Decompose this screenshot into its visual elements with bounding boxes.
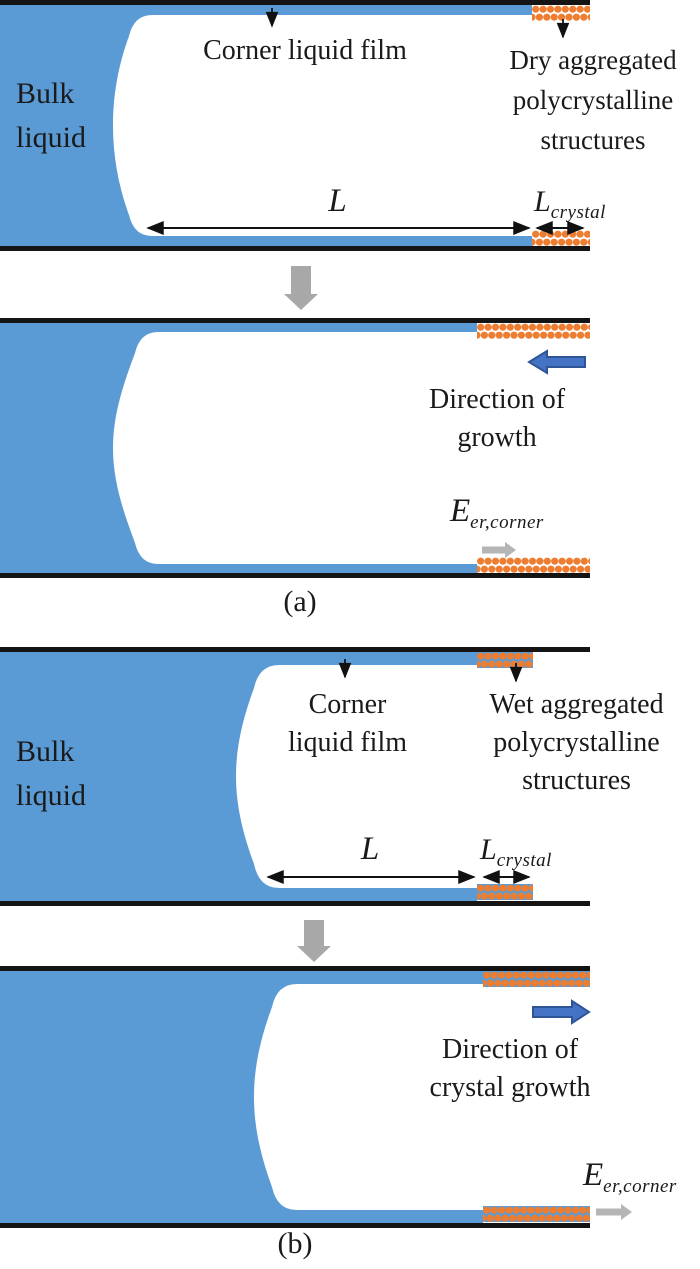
dry-crystal-block-bottom-a1 <box>532 230 590 246</box>
wet-crystal-block-bottom-b2 <box>483 1206 590 1222</box>
dry-crystal-block-top-a1 <box>532 5 590 21</box>
channel-a1-top-wall <box>0 0 590 5</box>
crystal-dots <box>483 971 590 987</box>
channel-a1-bottom-wall <box>0 246 590 251</box>
bulk-liquid-label-a: Bulk liquid <box>16 72 86 160</box>
evaporation-subscript-b: er,corner <box>603 1176 677 1197</box>
corner-film-label-b-line1: Corner <box>308 689 387 720</box>
crystal-length-symbol-a: Lcrystal <box>534 184 606 223</box>
crystal-length-base-b: L <box>480 833 497 866</box>
panel-a-caption: (a) <box>283 585 317 618</box>
evaporation-symbol-a: E <box>450 493 471 529</box>
dry-crystal-label-line1: Dry aggregated <box>509 45 677 75</box>
crystal-dots <box>477 652 533 668</box>
wet-crystal-structures-label: Wet aggregated polycrystalline structure… <box>453 686 700 800</box>
corner-evaporation-label-a: Eer,corner <box>450 492 544 533</box>
crystal-dots <box>477 884 533 900</box>
growth-direction-label-a: Direction of growth <box>397 381 597 457</box>
corner-evaporation-label-b: Eer,corner <box>583 1156 677 1197</box>
growth-direction-label-b-line1: Direction of <box>441 1034 579 1065</box>
bulk-liquid-and-corner-films-b1 <box>0 652 477 901</box>
corner-liquid-film-label-b: Corner liquid film <box>265 686 430 762</box>
wet-crystal-label-line3: structures <box>522 765 631 796</box>
film-length-symbol-a-text: L <box>328 183 347 219</box>
crystal-dots <box>532 5 590 21</box>
wet-crystal-label-line1: Wet aggregated <box>489 689 664 720</box>
growth-direction-label-b-line2: crystal growth <box>429 1072 591 1103</box>
corner-film-label-b-line2: liquid film <box>288 727 407 758</box>
film-length-symbol-b-text: L <box>360 831 380 867</box>
channel-a2-top-wall <box>0 318 590 323</box>
panel-b-caption: (b) <box>277 1227 313 1260</box>
growth-direction-arrow-b-icon <box>532 999 591 1025</box>
bulk-liquid-label-b-line1: Bulk <box>16 735 75 768</box>
channel-b1-top-wall <box>0 647 590 652</box>
evaporation-subscript-a: er,corner <box>470 512 544 533</box>
evaporation-direction-arrow-a-icon <box>482 542 516 558</box>
process-step-arrow-b-icon <box>297 920 331 962</box>
wet-crystal-block-top-b2 <box>483 971 590 987</box>
wet-crystal-label-line2: polycrystalline <box>493 727 660 758</box>
crystal-dots <box>532 230 590 246</box>
bulk-liquid-and-corner-films-a2 <box>0 323 477 573</box>
growth-direction-arrow-a-icon <box>527 349 586 375</box>
crystal-dots <box>477 557 590 573</box>
crystal-dots <box>477 323 590 339</box>
channel-b2-top-wall <box>0 966 590 971</box>
evaporation-direction-arrow-b-icon <box>596 1204 632 1220</box>
growth-direction-label-a-line1: Direction of <box>428 384 566 415</box>
bulk-liquid-label-b: Bulk liquid <box>16 730 86 818</box>
bulk-liquid-label-b-line2: liquid <box>16 779 87 812</box>
crystal-length-subscript-a: crystal <box>550 202 606 223</box>
evaporation-symbol-b: E <box>583 1157 604 1193</box>
growth-direction-label-a-line2: growth <box>457 422 537 453</box>
bulk-liquid-and-corner-films-a1 <box>0 5 532 246</box>
dry-crystal-block-top-a2 <box>477 323 590 339</box>
wet-crystal-block-bottom-b1 <box>477 884 533 900</box>
bulk-liquid-and-corner-films-b2 <box>0 971 483 1223</box>
corner-liquid-film-label-a: Corner liquid film <box>203 35 407 66</box>
dry-crystal-block-bottom-a2 <box>477 557 590 573</box>
dry-crystal-structures-label: Dry aggregated polycrystalline structure… <box>487 40 699 160</box>
bulk-liquid-label-a-line2: liquid <box>16 121 87 154</box>
film-length-symbol-a: L <box>300 182 375 222</box>
film-length-symbol-b: L <box>335 830 405 870</box>
crystal-length-subscript-b: crystal <box>496 850 552 871</box>
growth-direction-label-b: Direction of crystal growth <box>400 1031 620 1107</box>
wet-crystal-block-top-b1 <box>477 652 533 668</box>
bulk-liquid-label-a-line1: Bulk <box>16 77 75 110</box>
channel-a2-bottom-wall <box>0 573 590 578</box>
crystal-length-symbol-b: Lcrystal <box>480 832 552 871</box>
crystal-length-base-a: L <box>534 185 551 218</box>
process-step-arrow-a-icon <box>284 266 318 310</box>
channel-b1-bottom-wall <box>0 901 590 906</box>
dry-crystal-label-line3: structures <box>540 125 646 155</box>
dry-crystal-label-line2: polycrystalline <box>512 85 674 115</box>
crystal-dots <box>483 1206 590 1222</box>
channel-b2-bottom-wall <box>0 1223 590 1228</box>
